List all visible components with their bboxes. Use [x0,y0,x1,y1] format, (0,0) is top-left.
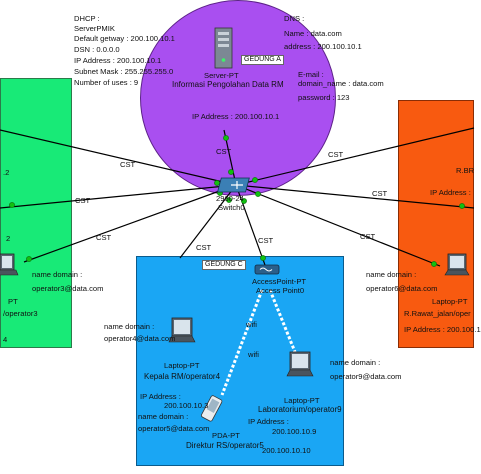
dhcp-gateway: Default getway : 200.100.10.1 [74,34,175,43]
laptop-right-icon [444,253,470,276]
cable-switch-ap [235,184,266,266]
zone-gedung-a [140,0,336,196]
kepala-type: Laptop-PT [164,361,200,370]
cable-label-blue: CST [196,243,212,252]
pda-name: Direktur RS/operator5 [186,441,264,450]
link-dot [226,197,232,203]
left-laptop-name: /operator3 [3,309,38,318]
cable-switch-right-top [235,127,475,186]
ap-name: Access Point0 [256,286,305,295]
cable-label-left-mid: CST [75,196,91,205]
dhcp-dsn: DSN : 0.0.0.0 [74,45,120,54]
right-laptop-ip: IP Address : 200.100.1 [404,325,481,334]
server-ip: IP Address : 200.100.10.1 [192,112,280,121]
cable-label-left-laptop: CST [96,233,112,242]
wifi-label-pda: wifi [248,350,259,359]
server-type: Server-PT [204,71,239,80]
laptop-lab-icon [286,351,314,377]
cable-switch-blue [179,184,237,259]
left-ip-tail: 4 [3,335,8,344]
wifi-link-lab [268,289,297,353]
dns-address: address : 200.100.10.1 [284,42,362,51]
server-name: Informasi Pengolahan Data RM [172,80,284,89]
switch-type: 2960-24 [216,194,244,203]
pda-domain-label: name domain : [138,412,189,421]
gedung-c-label: GEDUNG C [202,260,246,270]
right-laptop-name: R.Rawat_jalan/oper [404,309,471,318]
kepala-ip-label: IP Address : [140,392,181,401]
ap-type: AccessPoint-PT [252,277,307,286]
cable-label-server: CST [216,147,232,156]
kepala-name: Kepala RM/operator4 [144,372,221,381]
lab-ip-label: IP Address : [248,417,289,426]
zone-left-green [0,78,72,348]
pda-icon [201,395,223,422]
kepala-domain-label: name domain : [104,322,155,331]
link-dot [241,198,247,204]
dns-label: DNS : [284,14,305,23]
left-domain-label: name domain : [32,270,83,279]
right-top-name: R.BR [456,166,475,175]
cable-label-right-top: CST [328,150,344,159]
left-laptop-type: PT [8,297,18,306]
switch-name: Switch0 [218,203,245,212]
left-laptop-num: 2 [6,234,11,243]
link-dot [260,255,266,261]
cable-label-right-laptop: CST [360,232,376,241]
access-point-icon [254,264,280,275]
link-dot [223,135,229,141]
email-domain: domain_name : data.com [298,79,384,88]
email-password: password : 123 [298,93,350,102]
pda-type: PDA-PT [212,431,240,440]
lab-type: Laptop-PT [284,396,320,405]
laptop-left-icon [0,253,19,276]
kepala-domain-value: operator4@data.com [104,334,176,343]
cable-label-right-mid: CST [372,189,388,198]
cable-switch-right-mid [235,184,475,209]
kepala-ip-value: 200.100.10.3 [164,401,209,410]
right-laptop-type: Laptop-PT [432,297,468,306]
pda-domain-value: operator5@data.com [138,424,210,433]
link-dot [431,261,437,267]
lab-name: Laboratorium/operator9 [258,405,342,414]
zone-right-orange [398,100,474,348]
left-domain-value: operator3@data.com [32,284,104,293]
lab-ip-value: 200.100.10.9 [272,427,317,436]
dhcp-uses: Number of uses : 9 [74,78,139,87]
link-dot [255,191,261,197]
wifi-label-lab: wifi [246,320,257,329]
laptop-kepala-icon [168,317,196,343]
right-ip-label: IP Address : [430,188,471,197]
link-dot [9,202,15,208]
cable-switch-left-laptop [23,184,237,263]
link-dot [459,203,465,209]
server-icon [214,27,233,69]
dhcp-ip: IP Address : 200.100.10.1 [74,56,162,65]
dhcp-server-name: ServerPMIK [74,24,115,33]
email-label: E-mail : [298,70,324,79]
link-dot [26,256,32,262]
right-domain-label: name domain : [366,270,417,279]
switch-icon [217,177,250,193]
cable-label-ap: CST [258,236,274,245]
dns-name: Name : data.com [284,29,342,38]
lab-domain-value: operator9@data.com [330,372,402,381]
left-top-ip: .2 [3,168,10,177]
cable-switch-left-top [0,129,237,186]
cable-switch-right-laptop [235,184,441,267]
cable-label-left-top: CST [120,160,136,169]
dhcp-subnet: Subnet Mask : 255.255.255.0 [74,67,174,76]
gedung-a-label: GEDUNG A [241,55,284,65]
wifi-link-pda [220,289,264,396]
lab-domain-label: name domain : [330,358,381,367]
right-domain-value: operator6@data.com [366,284,438,293]
dhcp-label: DHCP : [74,14,100,23]
cable-switch-left-mid [0,184,237,209]
pda-ip: 200.100.10.10 [262,446,311,455]
link-dot [214,180,220,186]
link-dot [252,177,258,183]
link-dot [228,169,234,175]
